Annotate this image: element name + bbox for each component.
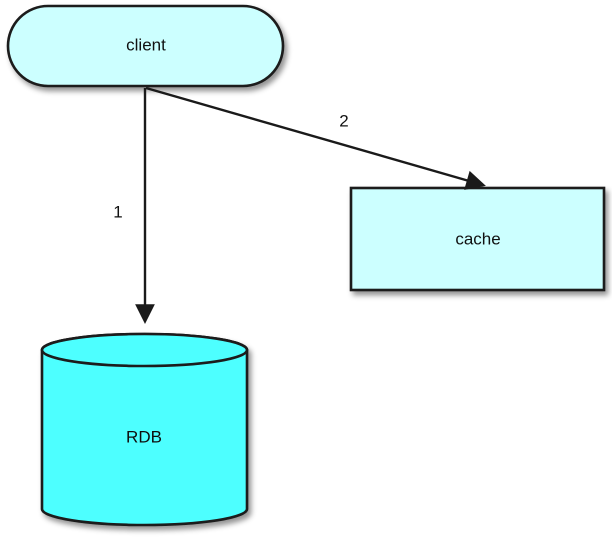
edge-1-label: 1 <box>113 202 122 221</box>
rdb-label: RDB <box>126 427 162 446</box>
cache-shape[interactable] <box>349 186 606 292</box>
edge-2-label: 2 <box>339 111 348 130</box>
edge-2-line[interactable] <box>145 86 486 190</box>
edge-client-to-cache[interactable]: 2 <box>145 86 486 190</box>
edge-client-to-rdb[interactable]: 1 <box>113 88 155 325</box>
node-cache[interactable]: cache <box>349 186 606 292</box>
client-shape[interactable] <box>6 4 285 88</box>
node-rdb[interactable]: RDB <box>40 332 249 527</box>
client-label: client <box>126 35 166 54</box>
rdb-top-ellipse <box>40 332 249 368</box>
node-client[interactable]: client <box>6 4 285 88</box>
cache-label: cache <box>455 229 500 248</box>
